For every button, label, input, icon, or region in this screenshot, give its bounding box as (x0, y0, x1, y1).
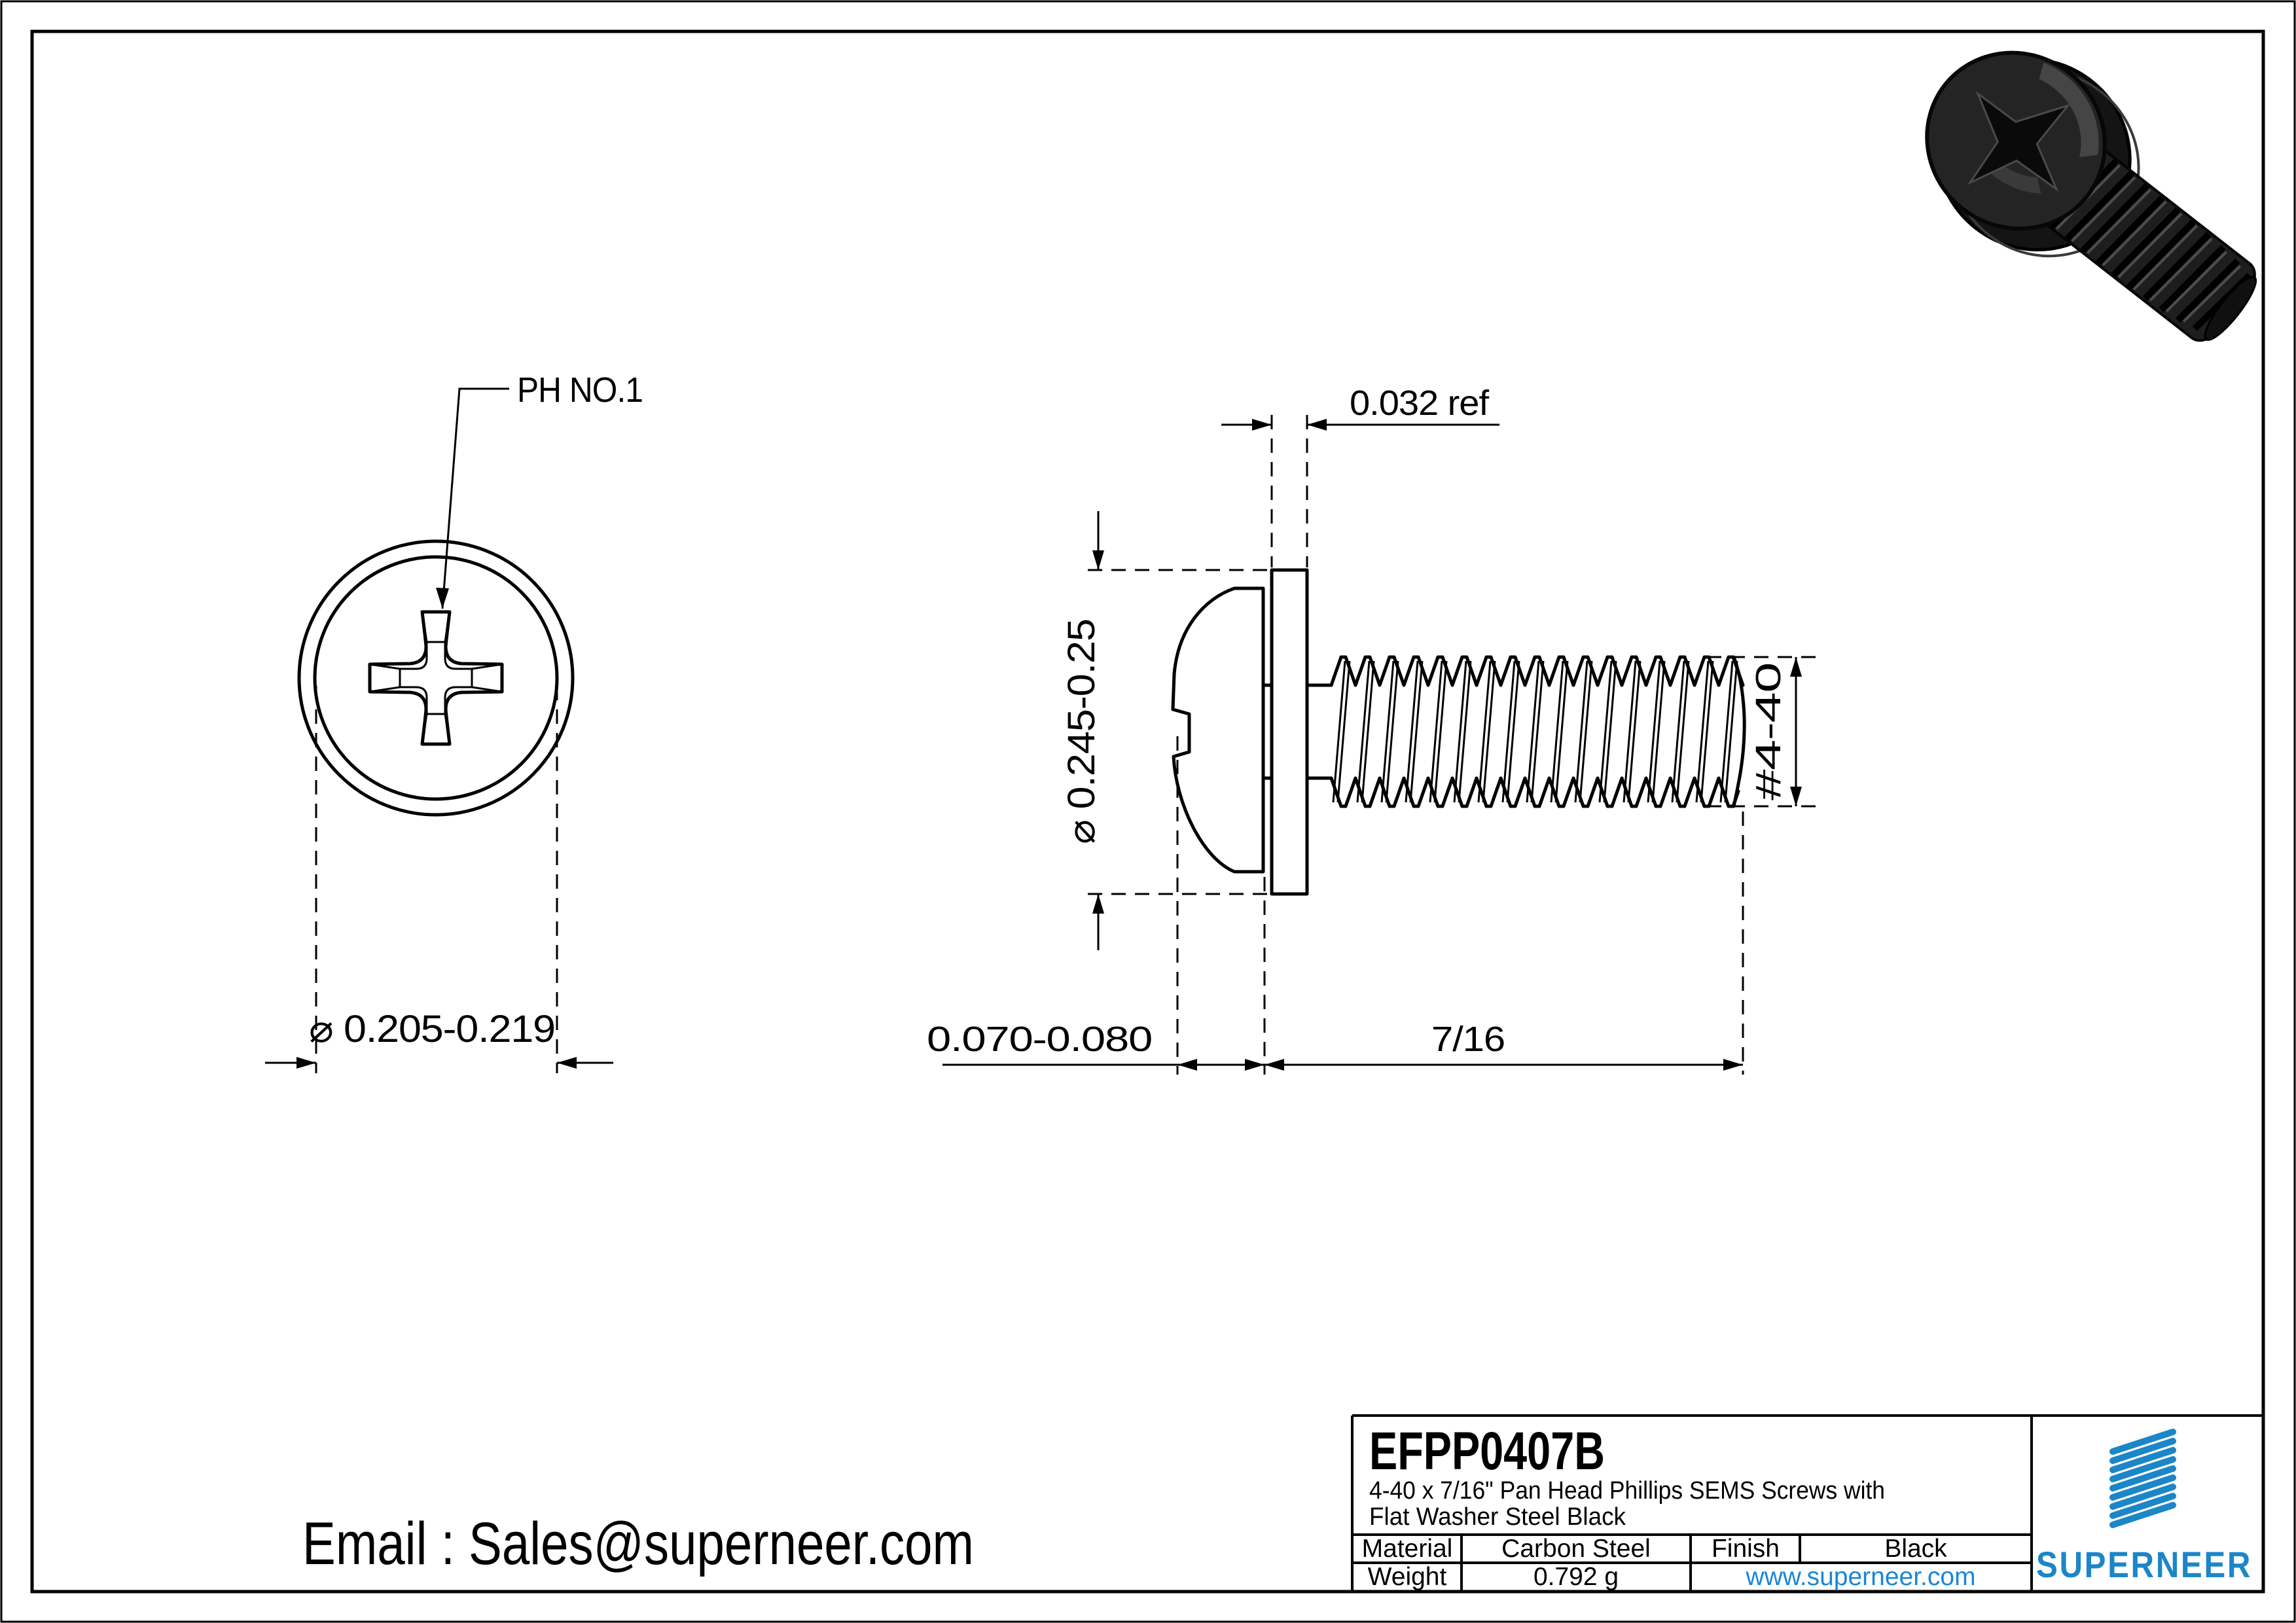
title-block: EFPP0407B 4-40 x 7/16" Pan Head Phillips… (1351, 1414, 2263, 1592)
phillips-tip-chamfers (369, 611, 503, 745)
weight-label: Weight (1368, 1563, 1447, 1591)
contact-email[interactable]: Email : Sales@superneer.com (302, 1510, 974, 1577)
pan-head-profile (1171, 586, 1265, 874)
shank-lines (1261, 683, 1333, 780)
description-line1: 4-40 x 7/16" Pan Head Phillips SEMS Scre… (1369, 1477, 1885, 1505)
part-number: EFPP0407B (1369, 1421, 1605, 1481)
head-height-label: 0.070-0.080 (927, 1020, 1152, 1059)
head-diameter-label: ⌀ 0.205-0.219 (309, 1008, 555, 1050)
top-view: PH NO.1 ⌀ 0.205-0.219 (265, 370, 643, 1073)
arrowhead-head-dia-left (296, 1057, 316, 1069)
finish-label: Finish (1712, 1535, 1780, 1563)
arrowhead-thread-top (1790, 657, 1802, 677)
ph-leader-line (441, 387, 509, 609)
thread-length-label: 7/16 (1431, 1020, 1505, 1059)
drawing-frame (30, 29, 2265, 1594)
thread-size-label: #4-40 (1749, 663, 1788, 800)
arrowhead-washer-thk-right (1307, 419, 1327, 431)
thread-top-profile (1329, 655, 1745, 687)
flat-washer-profile (1270, 568, 1309, 896)
head-highlight-3d (2039, 62, 2099, 158)
thread-highlights-3d (2055, 164, 2242, 323)
superneer-logo-icon (2109, 1429, 2176, 1528)
head-outline-circle (313, 555, 559, 801)
ph-leader-arrowhead (436, 588, 449, 609)
arrowhead-washer-thk-left (1252, 419, 1272, 431)
finish-value: Black (1884, 1535, 1947, 1563)
arrowhead-length-right (1723, 1059, 1743, 1071)
thread-end-cap (1732, 655, 1746, 808)
ph-drive-label: PH NO.1 (517, 370, 643, 410)
material-label: Material (1362, 1535, 1453, 1563)
arrowhead-headheight-right (1245, 1059, 1265, 1071)
arrowhead-head-dia-right (557, 1057, 577, 1069)
thread-flanks (1332, 660, 1738, 804)
washer-thickness-label: 0.032 ref (1350, 383, 1490, 423)
arrowhead-headheight-left (1177, 1059, 1197, 1071)
shaft-tip-3d (2204, 276, 2257, 341)
washer-od-label: ⌀ 0.245-0.25 (1060, 619, 1103, 844)
thread-bottom-profile (1329, 776, 1740, 808)
brand-wordmark: SUPERNEER (2036, 1544, 2252, 1585)
phillips-3d-icon (1967, 90, 2071, 192)
arrowhead-od-top (1092, 550, 1104, 570)
material-value: Carbon Steel (1501, 1535, 1651, 1563)
arrowhead-thread-bottom (1790, 787, 1802, 806)
arrowhead-od-bottom (1092, 894, 1104, 914)
weight-value: 0.792 g (1534, 1563, 1619, 1591)
side-view: 0.032 ref ⌀ 0.245-0.25 #4-40 0.070-0.080… (927, 383, 1820, 1075)
product-3d-render (1925, 50, 2257, 342)
description-line2: Flat Washer Steel Black (1369, 1503, 1626, 1531)
arrowhead-length-left (1265, 1059, 1284, 1071)
website-link[interactable]: www.superneer.com (1745, 1563, 1975, 1591)
